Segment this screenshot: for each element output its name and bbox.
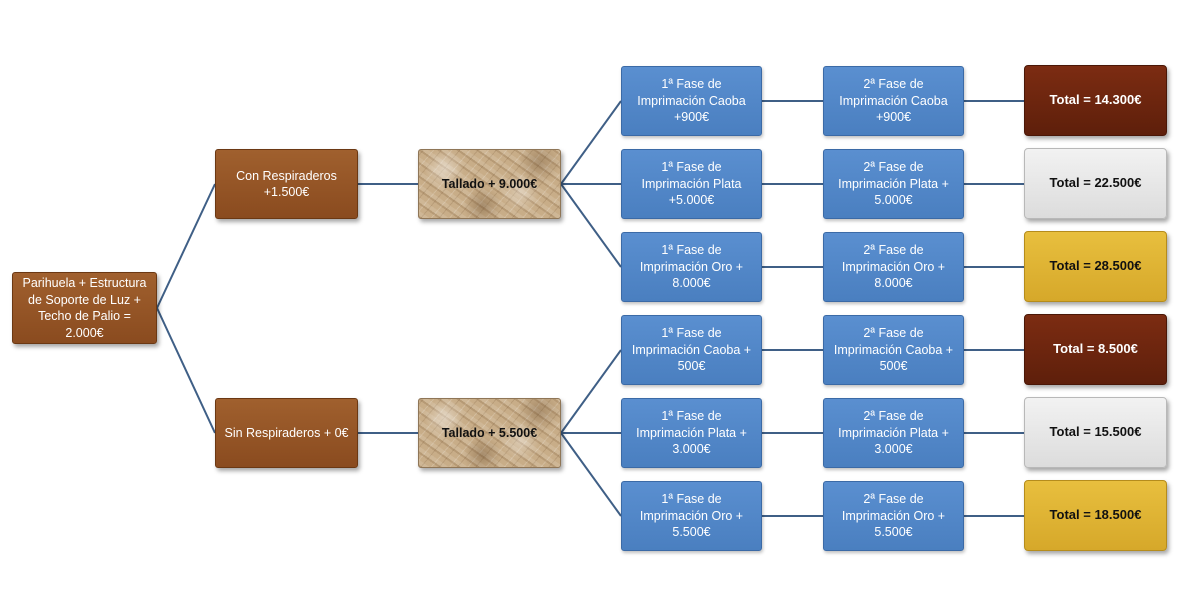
total-plata-sin: Total = 15.500€ — [1024, 397, 1167, 468]
branch-con-respiraderos: Con Respiraderos +1.500€ — [215, 149, 358, 219]
total-oro-con: Total = 28.500€ — [1024, 231, 1167, 302]
fase2-plata-sin: 2ª Fase de Imprimación Plata + 3.000€ — [823, 398, 964, 468]
tallado-node-con-respiraderos: Tallado + 9.000€ — [418, 149, 561, 219]
total-oro-sin: Total = 18.500€ — [1024, 480, 1167, 551]
fase1-plata-con: 1ª Fase de Imprimación Plata +5.000€ — [621, 149, 762, 219]
total-plata-con: Total = 22.500€ — [1024, 148, 1167, 219]
branch-sin-respiraderos: Sin Respiraderos + 0€ — [215, 398, 358, 468]
fase1-caoba-con: 1ª Fase de Imprimación Caoba +900€ — [621, 66, 762, 136]
fase1-oro-sin: 1ª Fase de Imprimación Oro + 5.500€ — [621, 481, 762, 551]
fase2-oro-sin: 2ª Fase de Imprimación Oro + 5.500€ — [823, 481, 964, 551]
root-node: Parihuela + Estructura de Soporte de Luz… — [12, 272, 157, 344]
fase2-oro-con: 2ª Fase de Imprimación Oro + 8.000€ — [823, 232, 964, 302]
total-caoba-sin: Total = 8.500€ — [1024, 314, 1167, 385]
fase1-oro-con: 1ª Fase de Imprimación Oro + 8.000€ — [621, 232, 762, 302]
fase2-caoba-sin: 2ª Fase de Imprimación Caoba + 500€ — [823, 315, 964, 385]
total-caoba-con: Total = 14.300€ — [1024, 65, 1167, 136]
tallado-node-sin-respiraderos: Tallado + 5.500€ — [418, 398, 561, 468]
fase2-plata-con: 2ª Fase de Imprimación Plata + 5.000€ — [823, 149, 964, 219]
fase2-caoba-con: 2ª Fase de Imprimación Caoba +900€ — [823, 66, 964, 136]
fase1-plata-sin: 1ª Fase de Imprimación Plata + 3.000€ — [621, 398, 762, 468]
fase1-caoba-sin: 1ª Fase de Imprimación Caoba + 500€ — [621, 315, 762, 385]
